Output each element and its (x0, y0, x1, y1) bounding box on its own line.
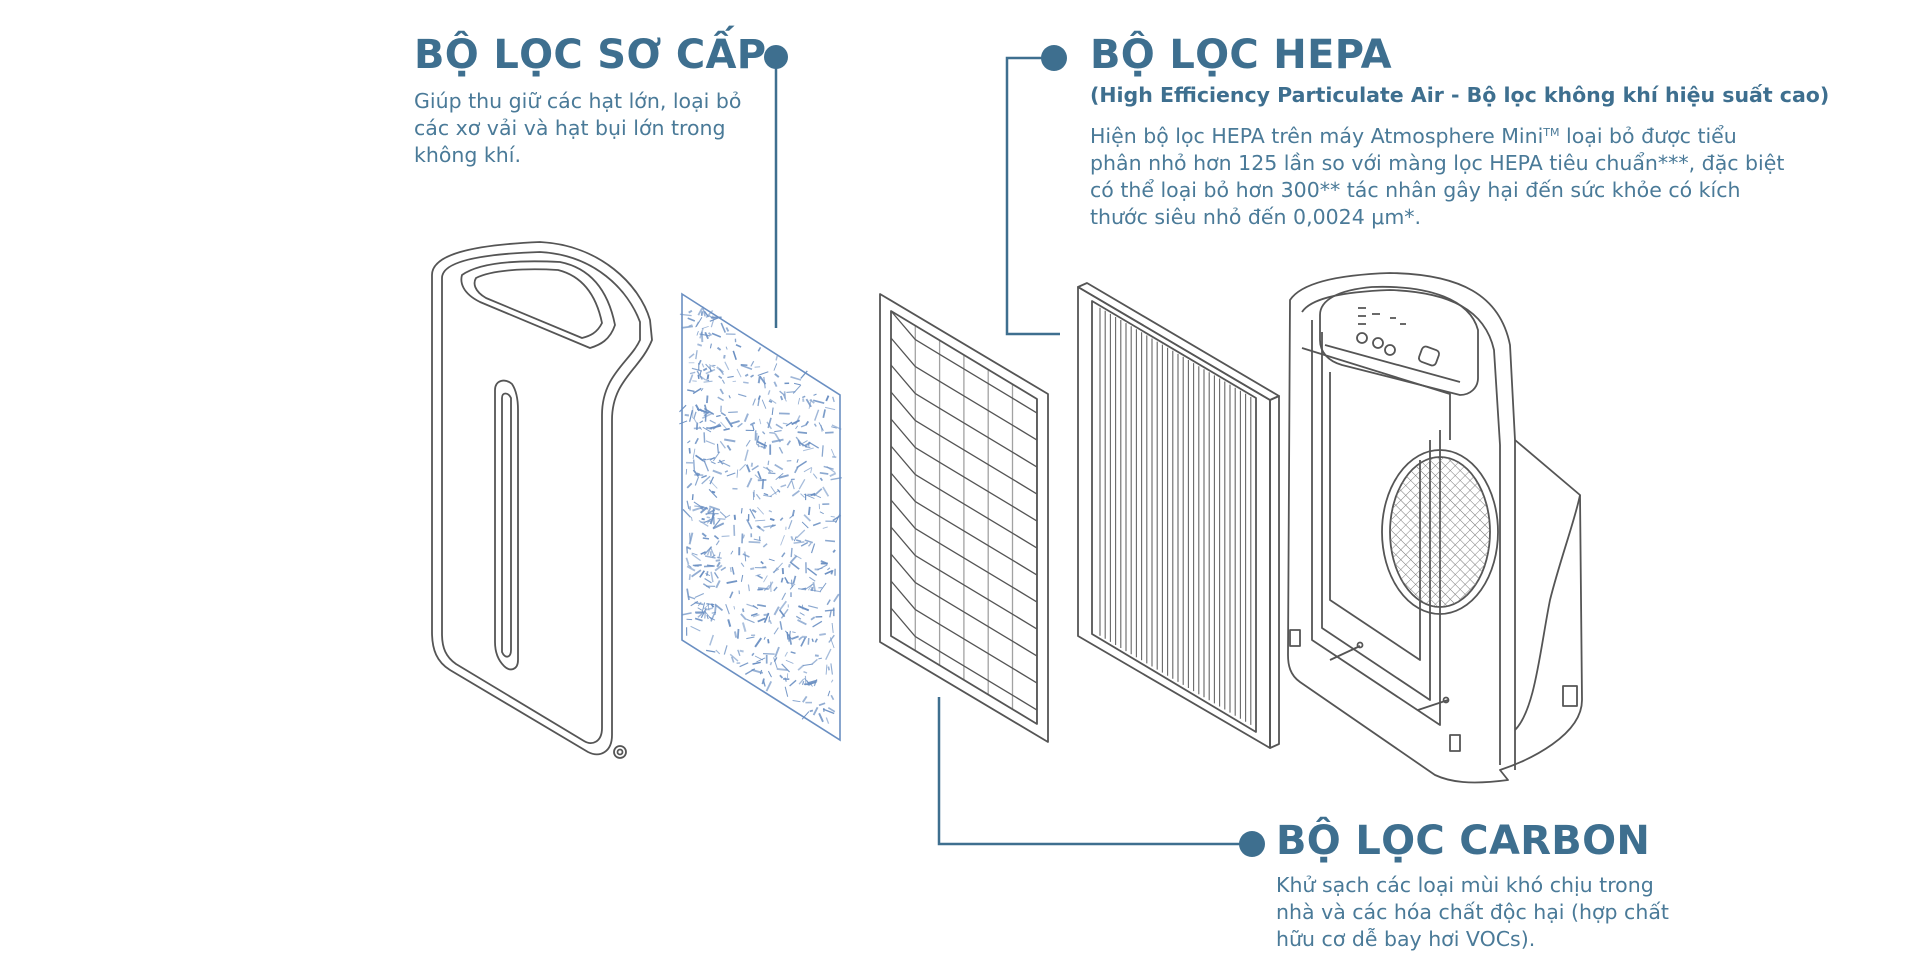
connector-dots (764, 45, 1265, 857)
hepa-filter-description: Hiện bộ lọc HEPA trên máy Atmosphere Min… (1090, 119, 1784, 231)
pre-filter-desc-line: không khí. (414, 143, 522, 167)
hepa-desc-text: Hiện bộ lọc HEPA trên máy Atmosphere Min… (1090, 124, 1544, 148)
carbon-filter-description: Khử sạch các loại mùi khó chịu trong nhà… (1276, 872, 1669, 953)
pre-filter-desc-line: các xơ vải và hạt bụi lớn trong (414, 116, 726, 140)
hepa-desc-line: thước siêu nhỏ đến 0,0024 μm*. (1090, 205, 1422, 229)
pre-filter-desc-line: Giúp thu giữ các hạt lớn, loại bỏ (414, 89, 742, 113)
connector-lines (774, 56, 1252, 846)
hepa-filter-title: BỘ LỌC HEPA (1090, 32, 1392, 78)
trademark-mark: TM (1543, 126, 1560, 139)
hepa-desc-line: Hiện bộ lọc HEPA trên máy Atmosphere Min… (1090, 119, 1784, 150)
carbon-dot (1239, 831, 1265, 857)
purifier-body (1287, 272, 1583, 784)
pre-filter-description: Giúp thu giữ các hạt lớn, loại bỏ các xơ… (414, 88, 741, 169)
front-cover-panel (431, 241, 653, 759)
carbon-desc-line: hữu cơ dễ bay hơi VOCs). (1276, 927, 1536, 951)
carbon-filter-frame (879, 293, 1049, 743)
carbon-filter-title: BỘ LỌC CARBON (1276, 818, 1651, 864)
hepa-desc-line: có thể loại bỏ hơn 300** tác nhân gây hạ… (1090, 178, 1741, 202)
pre-filter-texture (679, 306, 842, 724)
hepa-filter-frame (1077, 282, 1280, 749)
hepa-pleats (1099, 307, 1252, 725)
hepa-connector (1005, 56, 1060, 336)
hepa-dot (1041, 45, 1067, 71)
carbon-desc-line: nhà và các hóa chất độc hại (hợp chất (1276, 900, 1669, 924)
carbon-desc-line: Khử sạch các loại mùi khó chịu trong (1276, 873, 1654, 897)
hepa-filter-subtitle: (High Efficiency Particulate Air - Bộ lọ… (1090, 83, 1830, 107)
hepa-desc-line: phân nhỏ hơn 125 lần so với màng lọc HEP… (1090, 151, 1785, 175)
hepa-desc-text: loại bỏ được tiểu (1559, 124, 1737, 148)
carbon-connector (937, 697, 1252, 846)
pre-filter-title: BỘ LỌC SƠ CẤP (414, 32, 767, 78)
pre-filter-dot (764, 45, 788, 69)
carbon-honeycomb (890, 310, 1038, 724)
pre-filter-mesh (679, 292, 842, 742)
